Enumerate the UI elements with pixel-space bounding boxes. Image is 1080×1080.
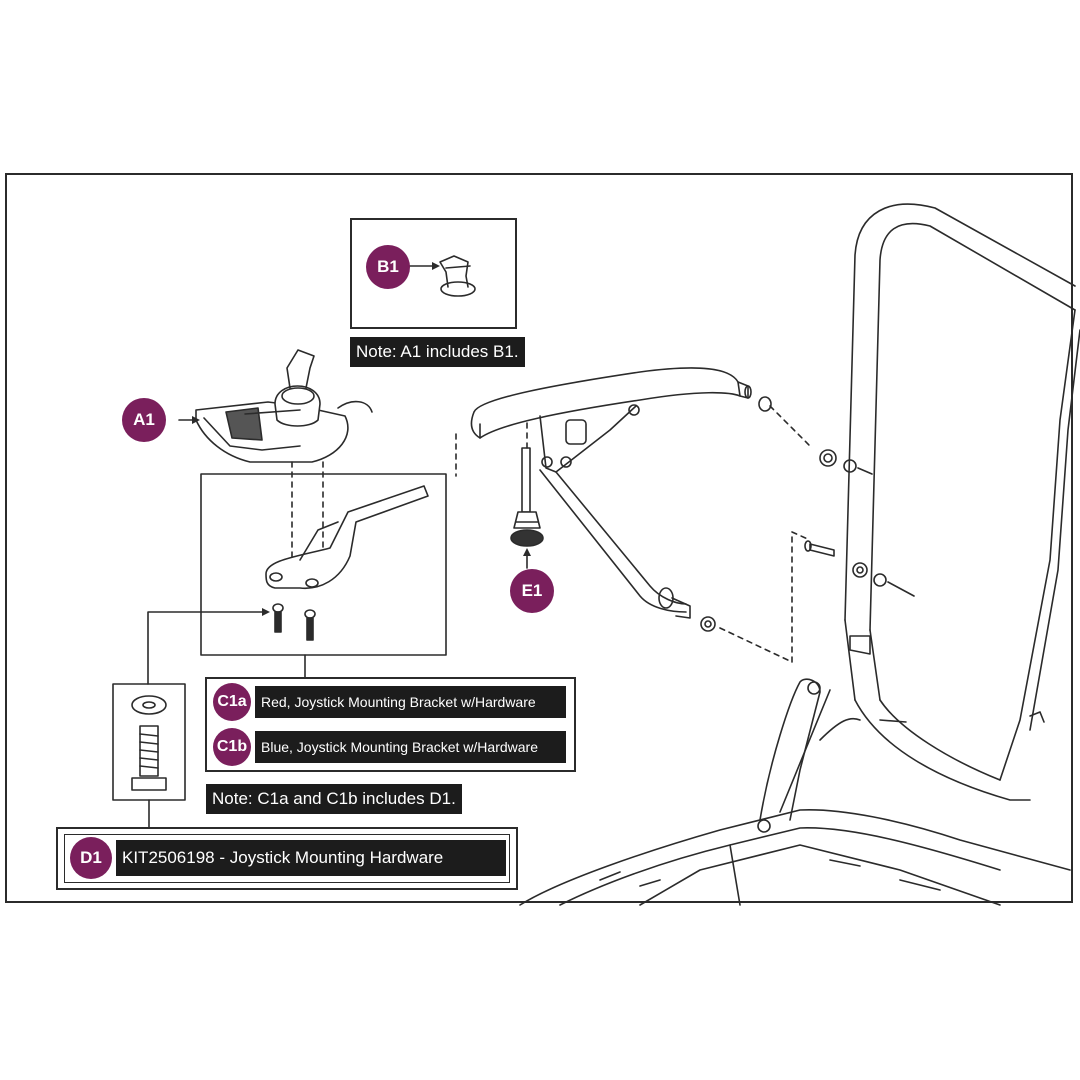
bolt-washer-drawing <box>131 695 167 791</box>
diagram-frame <box>5 173 1073 903</box>
callout-c1a: C1a <box>213 683 251 721</box>
part-label-c1a: Red, Joystick Mounting Bracket w/Hardwar… <box>255 686 566 718</box>
part-label-c1b: Blue, Joystick Mounting Bracket w/Hardwa… <box>255 731 566 763</box>
armrest-drawing <box>470 367 772 632</box>
d1-parts-box <box>56 827 518 890</box>
b1-inset-box <box>350 218 517 329</box>
note-c1-includes-d1: Note: C1a and C1b includes D1. <box>206 784 462 814</box>
callout-d1: D1 <box>70 837 112 879</box>
callout-c1b: C1b <box>213 728 251 766</box>
back-frame-drawing <box>804 203 1080 801</box>
d1-inner-box <box>64 834 510 883</box>
part-label-d1: KIT2506198 - Joystick Mounting Hardware <box>116 840 506 876</box>
c1-parts-box <box>205 677 576 772</box>
joystick-controller-drawing <box>195 349 373 463</box>
bracket-drawing <box>265 485 429 641</box>
knob-e1-drawing <box>510 447 544 547</box>
callout-e1: E1 <box>510 569 554 613</box>
knob-b1-drawing <box>439 255 476 297</box>
seat-base-drawing <box>519 678 1071 906</box>
note-a1-includes-b1: Note: A1 includes B1. <box>350 337 525 367</box>
callout-a1: A1 <box>122 398 166 442</box>
callout-b1: B1 <box>366 245 410 289</box>
